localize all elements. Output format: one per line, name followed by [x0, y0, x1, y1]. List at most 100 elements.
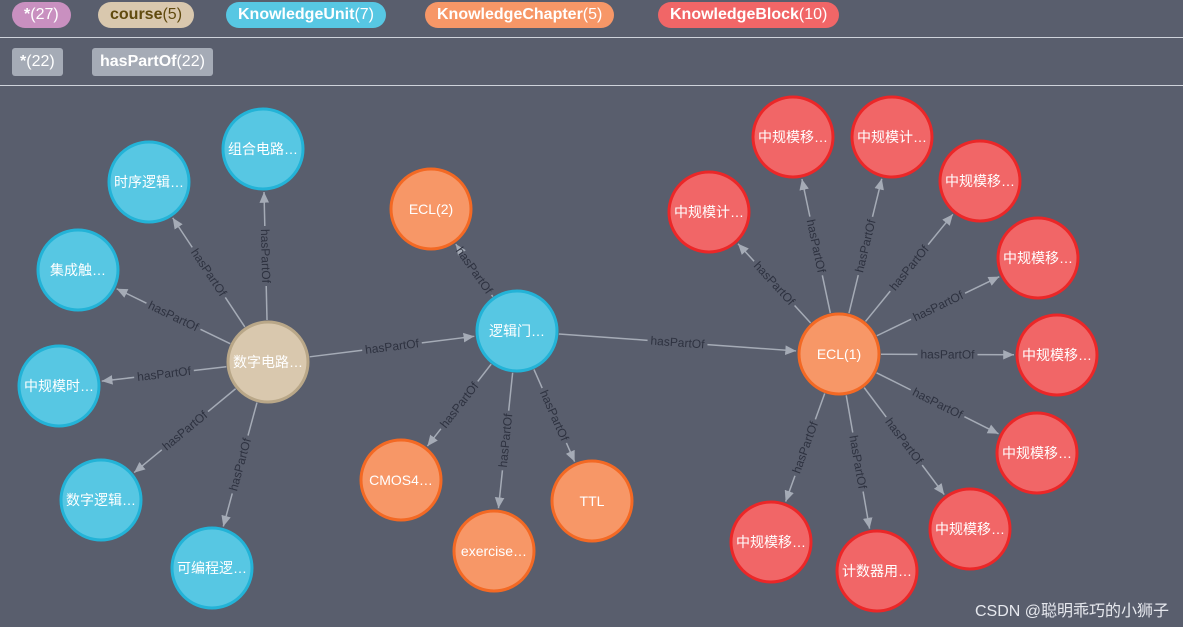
- edge-arrow[interactable]: [101, 375, 135, 385]
- edge-line[interactable]: [193, 366, 227, 372]
- node-circle[interactable]: [452, 509, 536, 593]
- edge-arrow[interactable]: [964, 416, 999, 435]
- edge-label: hasPartOf: [911, 288, 966, 324]
- graph-node-unit[interactable]: 逻辑门…: [475, 289, 559, 373]
- node-circle[interactable]: [226, 320, 310, 404]
- edge-line[interactable]: [863, 387, 887, 418]
- node-circle[interactable]: [59, 458, 143, 542]
- node-circle[interactable]: [359, 438, 443, 522]
- edge-line[interactable]: [507, 372, 514, 411]
- graph-node-chapter[interactable]: ECL(2): [389, 167, 473, 251]
- edge-arrow[interactable]: [133, 449, 163, 474]
- edge-arrow[interactable]: [784, 475, 796, 502]
- node-circle[interactable]: [995, 411, 1079, 495]
- node-circle[interactable]: [850, 95, 934, 179]
- node-circle[interactable]: [475, 289, 559, 373]
- edge-line[interactable]: [207, 388, 237, 413]
- node-circle[interactable]: [938, 139, 1022, 223]
- edge-arrow[interactable]: [426, 428, 442, 447]
- edge-arrow[interactable]: [921, 464, 945, 496]
- graph-node-block[interactable]: 中规模移…: [995, 411, 1079, 495]
- graph-node-course[interactable]: 数字电路…: [226, 320, 310, 404]
- edge-line[interactable]: [265, 285, 268, 321]
- edge-line[interactable]: [477, 363, 492, 382]
- edge-line[interactable]: [490, 294, 494, 298]
- graph-node-block[interactable]: 中规模移…: [729, 500, 813, 584]
- edge-line[interactable]: [794, 304, 812, 324]
- edge-arrow[interactable]: [259, 191, 270, 227]
- graph-node-block[interactable]: 中规模移…: [938, 139, 1022, 223]
- node-circle[interactable]: [550, 459, 634, 543]
- label-pill-knowledgeblock[interactable]: KnowledgeBlock(10): [658, 2, 840, 28]
- edge-arrow[interactable]: [964, 276, 1000, 294]
- edge-arrow[interactable]: [455, 243, 466, 256]
- edge-line[interactable]: [814, 393, 826, 420]
- edge-line[interactable]: [224, 297, 246, 328]
- node-circle[interactable]: [751, 95, 835, 179]
- edge-line[interactable]: [309, 349, 363, 358]
- graph-node-unit[interactable]: 组合电路…: [221, 107, 305, 191]
- edge-line[interactable]: [848, 274, 859, 314]
- graph-canvas[interactable]: hasPartOfhasPartOfhasPartOfhasPartOfhasP…: [0, 86, 1183, 627]
- graph-node-block[interactable]: 中规模计…: [667, 170, 751, 254]
- graph-node-chapter[interactable]: exercise…: [452, 509, 536, 593]
- edge-arrow[interactable]: [221, 493, 233, 527]
- edge-line[interactable]: [876, 372, 912, 391]
- edge-arrow[interactable]: [707, 343, 797, 355]
- node-circle[interactable]: [729, 500, 813, 584]
- edge-line[interactable]: [876, 318, 912, 337]
- edge-arrow[interactable]: [172, 217, 193, 248]
- graph-node-block[interactable]: 计数器用…: [835, 529, 919, 613]
- graph-node-block[interactable]: 中规模计…: [850, 95, 934, 179]
- edge-arrow[interactable]: [421, 332, 475, 344]
- edge-arrow[interactable]: [116, 288, 147, 304]
- graph-node-unit[interactable]: 数字逻辑…: [59, 458, 143, 542]
- node-circle[interactable]: [221, 107, 305, 191]
- edge-arrow[interactable]: [871, 178, 884, 218]
- node-circle[interactable]: [797, 312, 881, 396]
- label-pill-course[interactable]: course(5): [98, 2, 195, 28]
- graph-node-block[interactable]: 中规模移…: [996, 216, 1080, 300]
- edge-label: hasPartOf: [910, 385, 965, 422]
- edge-arrow[interactable]: [565, 442, 576, 462]
- rel-tag-all[interactable]: *(22): [12, 48, 63, 76]
- label-pill-knowledgechapter[interactable]: KnowledgeChapter(5): [425, 2, 615, 28]
- graph-node-chapter[interactable]: TTL: [550, 459, 634, 543]
- graph-node-chapter[interactable]: ECL(1): [797, 312, 881, 396]
- node-circle[interactable]: [389, 167, 473, 251]
- graph-node-unit[interactable]: 可编程逻…: [170, 526, 254, 610]
- edge-arrow[interactable]: [862, 491, 873, 529]
- edge-arrow[interactable]: [927, 213, 954, 246]
- edge-line[interactable]: [821, 275, 832, 314]
- graph-node-unit[interactable]: 集成触…: [36, 228, 120, 312]
- edge-line[interactable]: [200, 328, 231, 345]
- node-circle[interactable]: [996, 216, 1080, 300]
- node-circle[interactable]: [36, 228, 120, 312]
- edge-arrow[interactable]: [799, 178, 811, 217]
- label-pill-knowledgechapter-count: (5): [582, 6, 603, 23]
- node-label: 中规模时…: [24, 378, 94, 394]
- edge-line[interactable]: [247, 402, 258, 436]
- edge-line[interactable]: [845, 395, 854, 433]
- graph-node-block[interactable]: 中规模移…: [751, 95, 835, 179]
- node-circle[interactable]: [1015, 313, 1099, 397]
- node-circle[interactable]: [17, 344, 101, 428]
- node-circle[interactable]: [107, 140, 191, 224]
- label-pill-all[interactable]: *(27): [12, 2, 71, 28]
- graph-node-block[interactable]: 中规模移…: [928, 487, 1012, 571]
- node-circle[interactable]: [835, 529, 919, 613]
- graph-node-block[interactable]: 中规模移…: [1015, 313, 1099, 397]
- node-circle[interactable]: [667, 170, 751, 254]
- graph-node-chapter[interactable]: CMOS4…: [359, 438, 443, 522]
- edge-arrow[interactable]: [494, 470, 505, 509]
- edge-arrow[interactable]: [737, 243, 755, 262]
- node-circle[interactable]: [170, 526, 254, 610]
- edge-line[interactable]: [864, 290, 891, 322]
- node-circle[interactable]: [928, 487, 1012, 571]
- rel-tag-haspartof[interactable]: hasPartOf(22): [92, 48, 213, 76]
- graph-node-unit[interactable]: 时序逻辑…: [107, 140, 191, 224]
- edge-line[interactable]: [558, 333, 648, 342]
- edge-line[interactable]: [533, 369, 543, 389]
- graph-node-unit[interactable]: 中规模时…: [17, 344, 101, 428]
- label-pill-knowledgeunit[interactable]: KnowledgeUnit(7): [226, 2, 386, 28]
